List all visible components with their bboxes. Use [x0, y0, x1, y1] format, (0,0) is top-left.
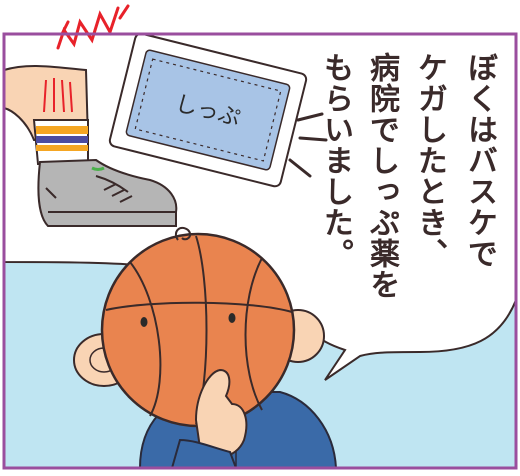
sneaker-icon: [37, 158, 178, 227]
speech-line-1: ぼくはバスケで: [462, 52, 497, 269]
speech-line-4: もらいました。: [318, 52, 353, 269]
panel-frame: [2, 32, 518, 470]
emphasis-lines: [288, 112, 328, 178]
pain-mark-icon: [56, 4, 130, 50]
basketball-character: [73, 226, 338, 469]
injured-leg: [3, 64, 90, 165]
speech-line-3: 病院でしっぷ薬を: [364, 52, 399, 300]
speech-line-2: ケガしたとき、: [412, 52, 447, 269]
poultice-patch-icon: しっぷ: [108, 32, 308, 188]
